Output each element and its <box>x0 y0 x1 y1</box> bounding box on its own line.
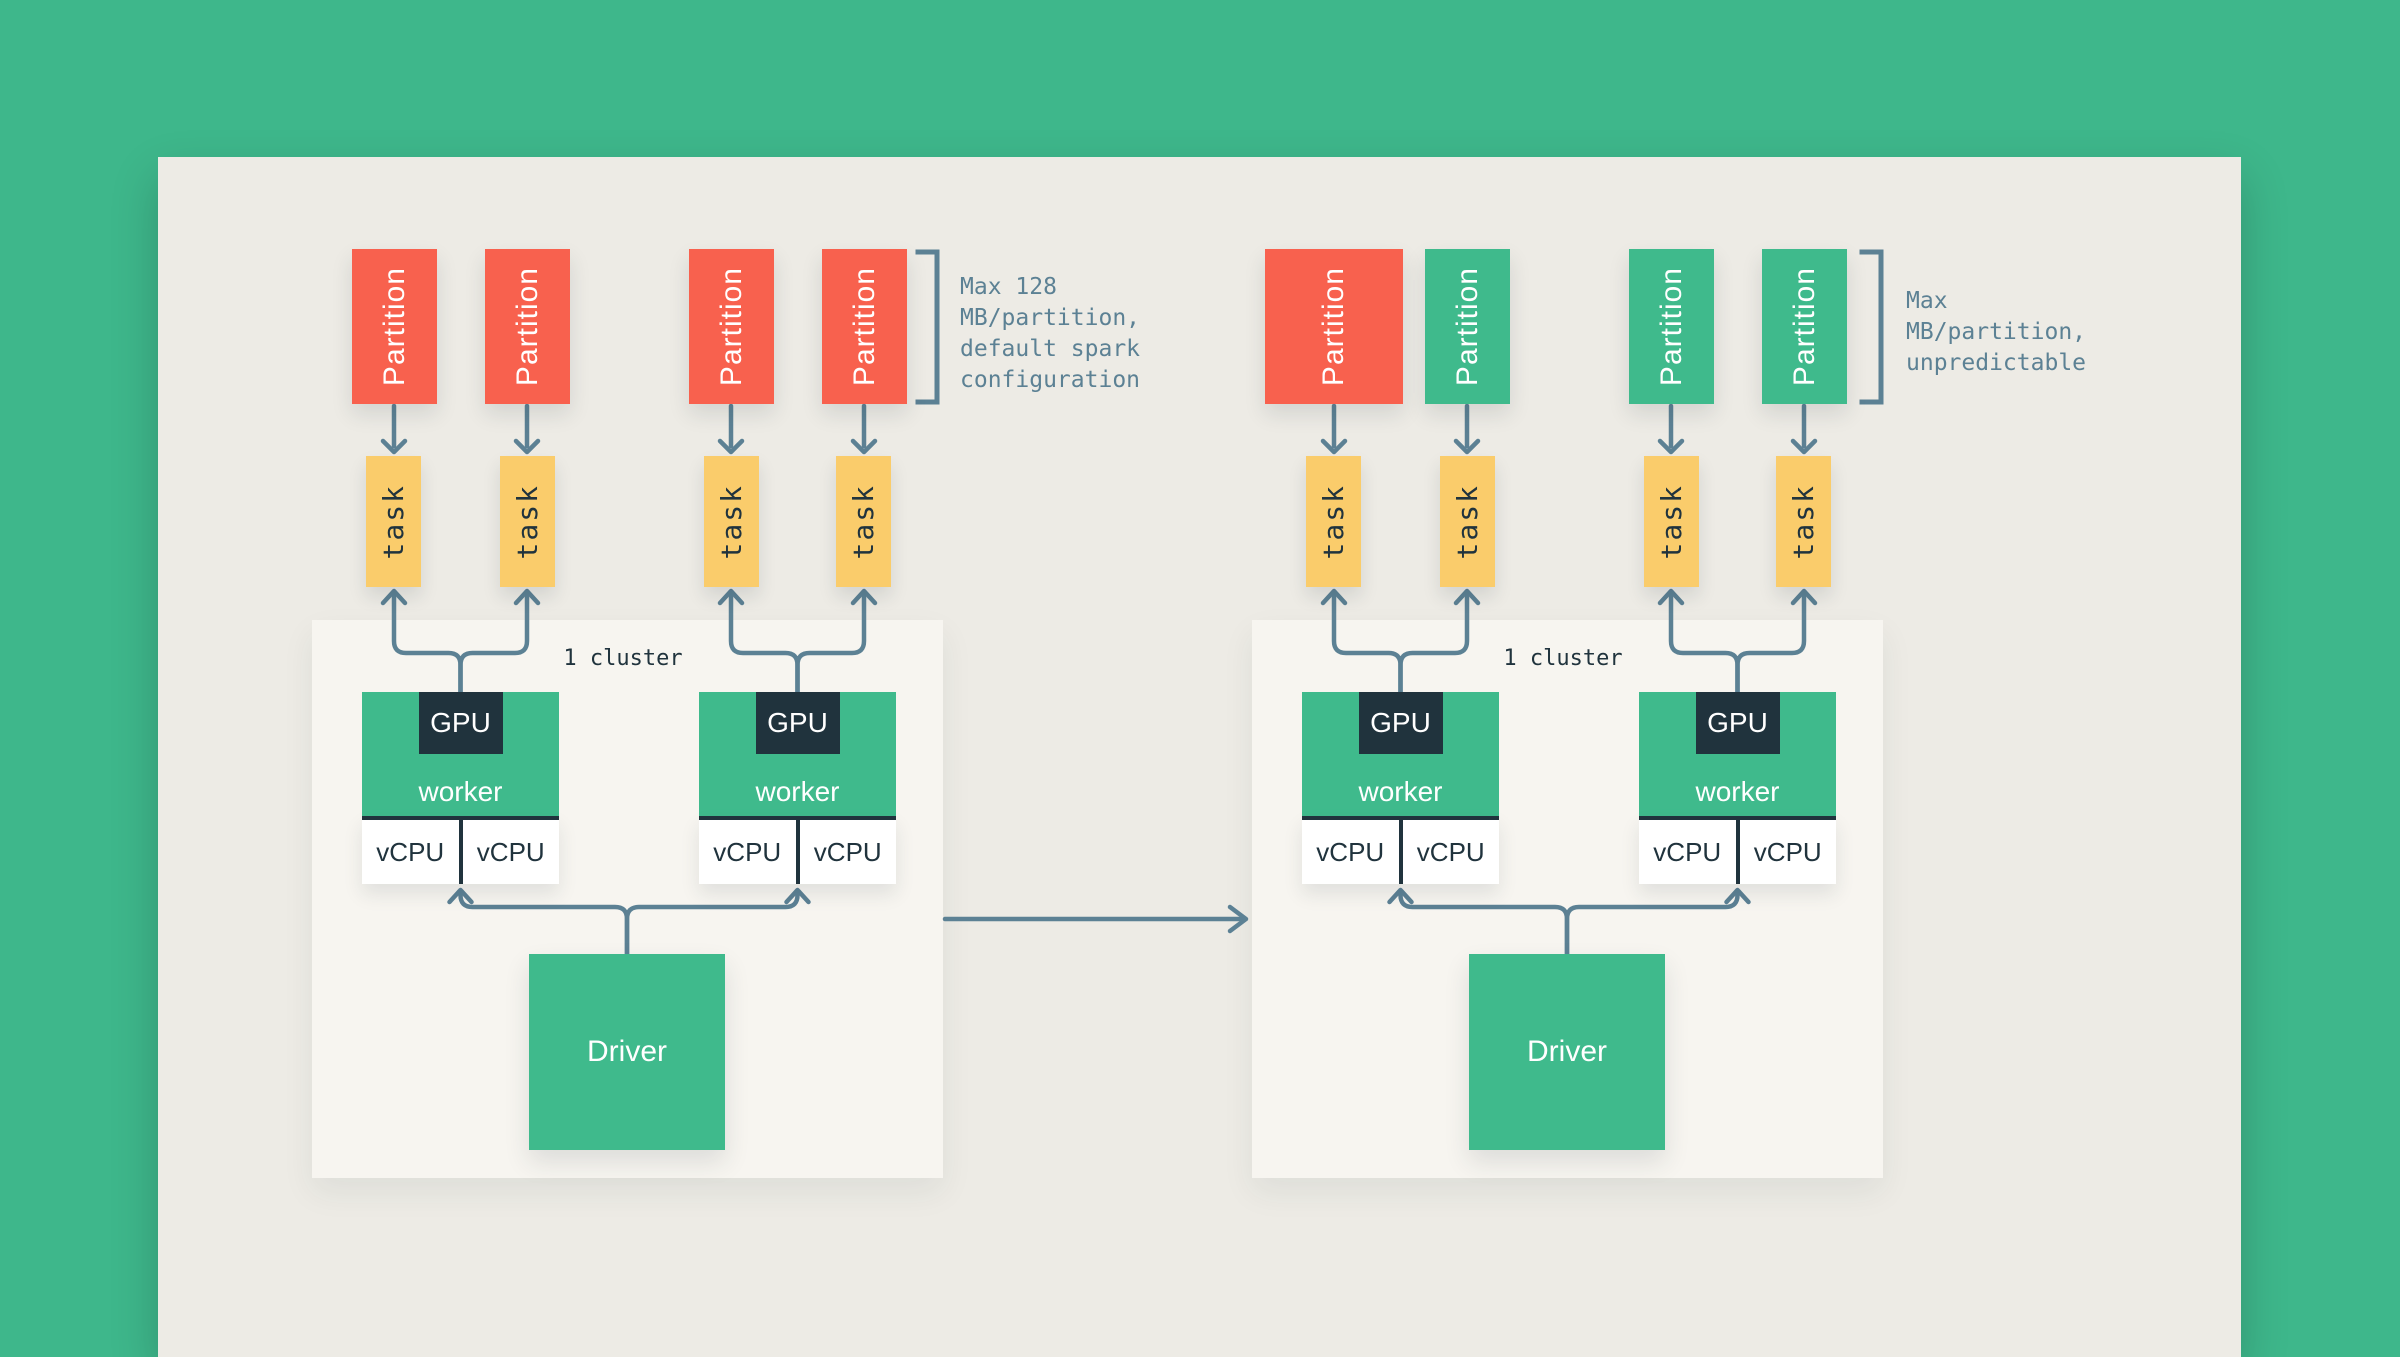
worker-box: GPU worker <box>699 692 896 816</box>
annotation-line: unpredictable <box>1906 350 2087 376</box>
vcpu-divider <box>458 820 463 884</box>
task-box: task <box>366 456 421 587</box>
partition-label: Partition <box>847 266 881 387</box>
task-label: task <box>715 483 748 560</box>
partition-box: Partition <box>1425 249 1510 404</box>
task-label: task <box>1655 483 1688 560</box>
worker-label: worker <box>418 776 503 807</box>
task-box: task <box>836 456 891 587</box>
vcpu-cell: vCPU <box>713 836 782 867</box>
cluster-label: 1 cluster <box>563 646 683 671</box>
worker-label: worker <box>1695 776 1780 807</box>
vcpu-cell: vCPU <box>1316 836 1385 867</box>
task-box: task <box>704 456 759 587</box>
partition-box: Partition <box>1629 249 1714 404</box>
partition-box: Partition <box>1762 249 1847 404</box>
vcpu-divider <box>1398 820 1403 884</box>
vcpu-row: vCPU vCPU <box>1639 816 1836 884</box>
vcpu-cell: vCPU <box>476 836 545 867</box>
partition-box: Partition <box>352 249 437 404</box>
worker-box: GPU worker <box>1639 692 1836 816</box>
task-label: task <box>1317 483 1350 560</box>
worker-box: GPU worker <box>1302 692 1499 816</box>
task-label: task <box>1451 483 1484 560</box>
vcpu-cell: vCPU <box>1416 836 1485 867</box>
vcpu-cell: vCPU <box>1653 836 1722 867</box>
vcpu-cell: vCPU <box>1753 836 1822 867</box>
annotation-right: Max MB/partition, unpredictable <box>1906 286 2086 379</box>
partition-box: Partition <box>689 249 774 404</box>
vcpu-divider <box>795 820 800 884</box>
driver-box: Driver <box>529 954 725 1150</box>
task-label: task <box>847 483 880 560</box>
gpu-chip: GPU <box>418 692 503 754</box>
task-box: task <box>1306 456 1361 587</box>
vcpu-cell: vCPU <box>813 836 882 867</box>
partition-label: Partition <box>1787 266 1821 387</box>
annotation-line: MB/partition, <box>960 305 1141 331</box>
task-label: task <box>511 483 544 560</box>
annotation-line: configuration <box>960 367 1141 393</box>
annotation-line: MB/partition, <box>1906 319 2087 345</box>
annotation-line: Max <box>1906 288 1948 314</box>
partition-label: Partition <box>1654 266 1688 387</box>
driver-box: Driver <box>1469 954 1665 1150</box>
task-box: task <box>1776 456 1831 587</box>
annotation-line: default spark <box>960 336 1141 362</box>
partition-box: Partition <box>822 249 907 404</box>
worker-label: worker <box>1358 776 1443 807</box>
cluster-label: 1 cluster <box>1503 646 1623 671</box>
partition-box: Partition <box>485 249 570 404</box>
partition-label: Partition <box>714 266 748 387</box>
task-box: task <box>1644 456 1699 587</box>
gpu-chip: GPU <box>755 692 840 754</box>
partition-box: Partition <box>1265 249 1403 404</box>
task-label: task <box>377 483 410 560</box>
vcpu-divider <box>1735 820 1740 884</box>
task-box: task <box>1440 456 1495 587</box>
partition-label: Partition <box>1450 266 1484 387</box>
vcpu-cell: vCPU <box>376 836 445 867</box>
worker-box: GPU worker <box>362 692 559 816</box>
partition-label: Partition <box>510 266 544 387</box>
task-box: task <box>500 456 555 587</box>
gpu-chip: GPU <box>1695 692 1780 754</box>
worker-label: worker <box>755 776 840 807</box>
partition-label: Partition <box>1317 266 1350 387</box>
partition-label: Partition <box>377 266 411 387</box>
vcpu-row: vCPU vCPU <box>1302 816 1499 884</box>
annotation-left: Max 128 MB/partition, default spark conf… <box>960 272 1140 396</box>
vcpu-row: vCPU vCPU <box>362 816 559 884</box>
vcpu-row: vCPU vCPU <box>699 816 896 884</box>
task-label: task <box>1787 483 1820 560</box>
gpu-chip: GPU <box>1358 692 1443 754</box>
annotation-line: Max 128 <box>960 274 1057 300</box>
